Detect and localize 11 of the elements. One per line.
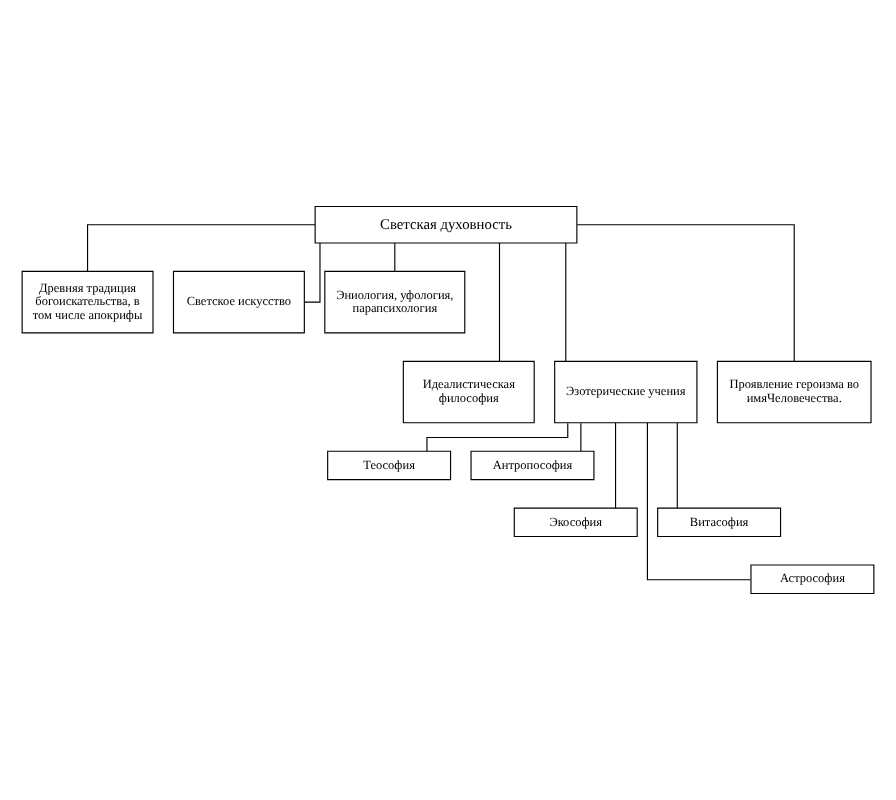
connector [303, 242, 321, 303]
connector [394, 242, 396, 272]
connector [580, 422, 582, 452]
connector [426, 422, 569, 452]
connector [498, 242, 501, 362]
connector [576, 224, 795, 362]
connector [615, 422, 617, 509]
connector [87, 224, 316, 272]
connector [565, 242, 567, 362]
connector [676, 422, 678, 509]
connector [646, 422, 752, 581]
